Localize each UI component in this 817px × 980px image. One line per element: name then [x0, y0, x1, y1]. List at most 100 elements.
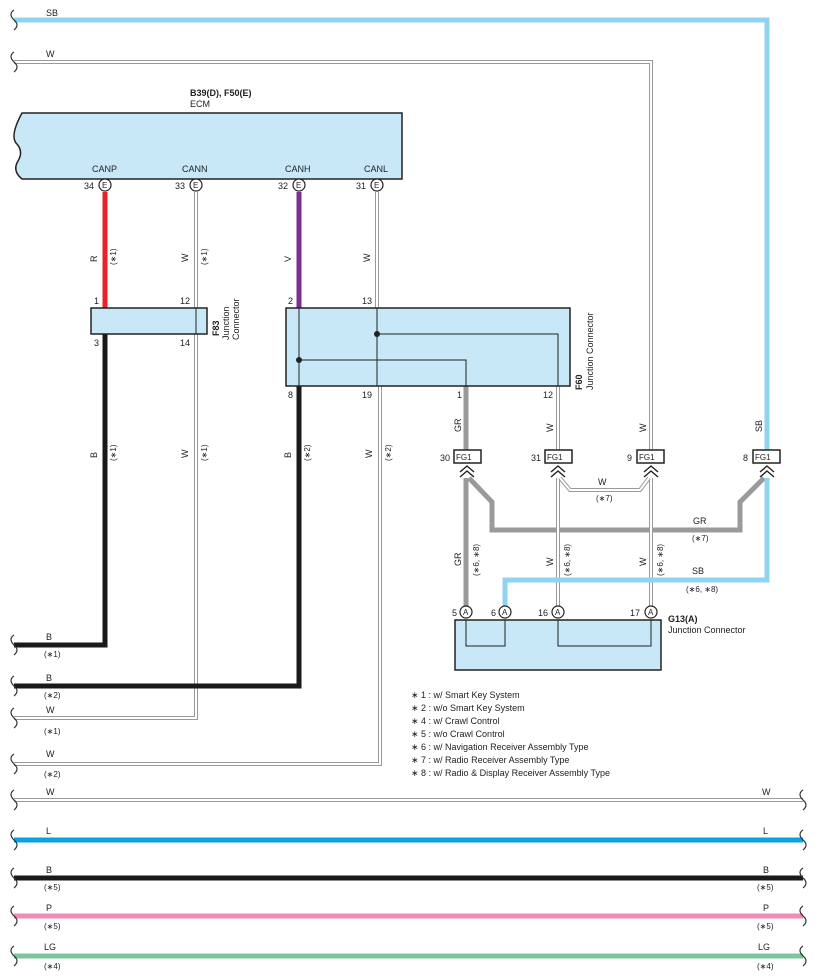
legend-item: ∗ 2 : w/o Smart Key System: [411, 703, 525, 713]
wire-b-1: [14, 334, 108, 648]
ecm-pin-num-31: 31: [356, 181, 366, 191]
ecm-pin-num-34: 34: [84, 181, 94, 191]
wire-sb-g13: [502, 478, 770, 606]
f60-pin-1: 1: [457, 390, 462, 400]
label-bottom-p-right: P: [763, 903, 769, 913]
label-bottom-p-left: P: [46, 903, 52, 913]
label-w-f60: W: [545, 423, 555, 432]
g13-name: Junction Connector: [668, 625, 746, 635]
label-bottom-lg-right-note: (∗4): [757, 962, 774, 971]
ecm-ref: B39(D), F50(E): [190, 88, 252, 98]
label-left-w1-note: (∗1): [44, 727, 61, 736]
g13-internal: [465, 620, 652, 647]
ecm-box: [13, 112, 403, 180]
fg1-connectors: [453, 449, 781, 464]
label-gr-f60: GR: [453, 418, 463, 432]
label-w-16-note: (∗6, ∗8): [563, 544, 572, 576]
f60-pin-19: 19: [362, 390, 372, 400]
label-gr-g13: GR: [453, 552, 463, 566]
ecm-name: ECM: [190, 99, 210, 109]
label-w-jumper: W: [598, 477, 607, 487]
fg1-pin-31: 31: [531, 453, 541, 463]
fg1-label-9: FG1: [639, 453, 655, 462]
g13-conn-16: A: [555, 608, 561, 617]
label-left-b1-note: (∗1): [44, 650, 61, 659]
g13-conn-5: A: [463, 608, 469, 617]
ecm-pin-name-canh: CANH: [285, 164, 311, 174]
wire-w-7: [559, 477, 650, 491]
label-sb-g13-note: (∗6, ∗8): [686, 585, 718, 594]
f83-line1: Junction: [221, 306, 231, 340]
break-symbols-right: [799, 789, 807, 967]
label-b-2: B: [283, 452, 293, 458]
fg1-pin-9: 9: [627, 453, 632, 463]
label-bottom-l-left: L: [46, 826, 51, 836]
f60-pin-12: 12: [543, 390, 553, 400]
label-bottom-p-left-note: (∗5): [44, 922, 61, 931]
legend-item: ∗ 4 : w/ Crawl Control: [411, 716, 500, 726]
legend-item: ∗ 7 : w/ Radio Receiver Assembly Type: [411, 755, 569, 765]
label-bottom-l-right: L: [763, 826, 768, 836]
f83-line2: Connector: [231, 298, 241, 340]
label-bottom-lg-left-note: (∗4): [44, 962, 61, 971]
f60-box: [285, 307, 571, 387]
label-bottom-b-right-note: (∗5): [757, 883, 774, 892]
label-left-w1: W: [46, 705, 55, 715]
f83-pin-1: 1: [94, 296, 99, 306]
label-w-top-drop: W: [638, 423, 648, 432]
fg1-label-31: FG1: [547, 453, 563, 462]
legend-item: ∗ 6 : w/ Navigation Receiver Assembly Ty…: [411, 742, 588, 752]
label-bottom-b-left: B: [46, 865, 52, 875]
label-b-2-note: (∗2): [303, 444, 312, 461]
label-sb-drop: SB: [754, 420, 764, 432]
label-gr-7-note: (∗7): [692, 534, 709, 543]
label-r: R: [89, 255, 99, 262]
label-gr-g13-note: (∗6, ∗8): [472, 544, 481, 576]
f60-pin-8: 8: [288, 390, 293, 400]
label-cann-w: W: [180, 253, 190, 262]
wire-b-2: [14, 386, 302, 689]
f83-box: [90, 307, 208, 335]
label-top-w: W: [46, 49, 55, 59]
f60-ref: F60: [574, 374, 584, 390]
wire-gr-7: [467, 476, 766, 533]
label-left-b1: B: [46, 632, 52, 642]
ecm-pin-conn-32: E: [296, 181, 301, 190]
label-cann-note: (∗1): [200, 248, 209, 265]
f83-ref: F83: [211, 320, 221, 336]
g13-pin-17: 17: [630, 608, 640, 618]
f60-internal: [298, 308, 559, 386]
label-w-19-note: (∗2): [384, 444, 393, 461]
f83-pin-12: 12: [180, 296, 190, 306]
f83-pin-3: 3: [94, 338, 99, 348]
wire-sb-top: [14, 17, 770, 450]
fg1-label-30: FG1: [456, 453, 472, 462]
label-left-w2-note: (∗2): [44, 770, 61, 779]
label-top-sb: SB: [46, 8, 58, 18]
f60-name: Junction Connector: [585, 312, 595, 390]
label-r-note: (∗1): [109, 248, 118, 265]
f83-pin-14: 14: [180, 338, 190, 348]
ecm-pin-name-canp: CANP: [92, 164, 117, 174]
label-gr-7: GR: [693, 516, 707, 526]
label-w-17: W: [638, 557, 648, 566]
ecm-pin-num-32: 32: [278, 181, 288, 191]
label-w-17-note: (∗6, ∗8): [656, 544, 665, 576]
legend-item: ∗ 5 : w/o Crawl Control: [411, 729, 505, 739]
label-w-14-note: (∗1): [200, 444, 209, 461]
ecm-pin-conn-33: E: [193, 181, 198, 190]
label-w-19: W: [364, 449, 374, 458]
label-bottom-b-right: B: [763, 865, 769, 875]
label-bottom-p-right-note: (∗5): [757, 922, 774, 931]
label-w-14: W: [180, 449, 190, 458]
label-left-b2-note: (∗2): [44, 691, 61, 700]
fg1-label-8: FG1: [755, 453, 771, 462]
f60-pin-2: 2: [288, 296, 293, 306]
label-bottom-lg-left: LG: [44, 942, 56, 952]
label-b-1: B: [89, 452, 99, 458]
fg1-pin-30: 30: [440, 453, 450, 463]
g13-pin-5: 5: [452, 608, 457, 618]
legend: ∗ 1 : w/ Smart Key System ∗ 2 : w/o Smar…: [411, 690, 610, 778]
wire-w-1: [14, 334, 197, 719]
